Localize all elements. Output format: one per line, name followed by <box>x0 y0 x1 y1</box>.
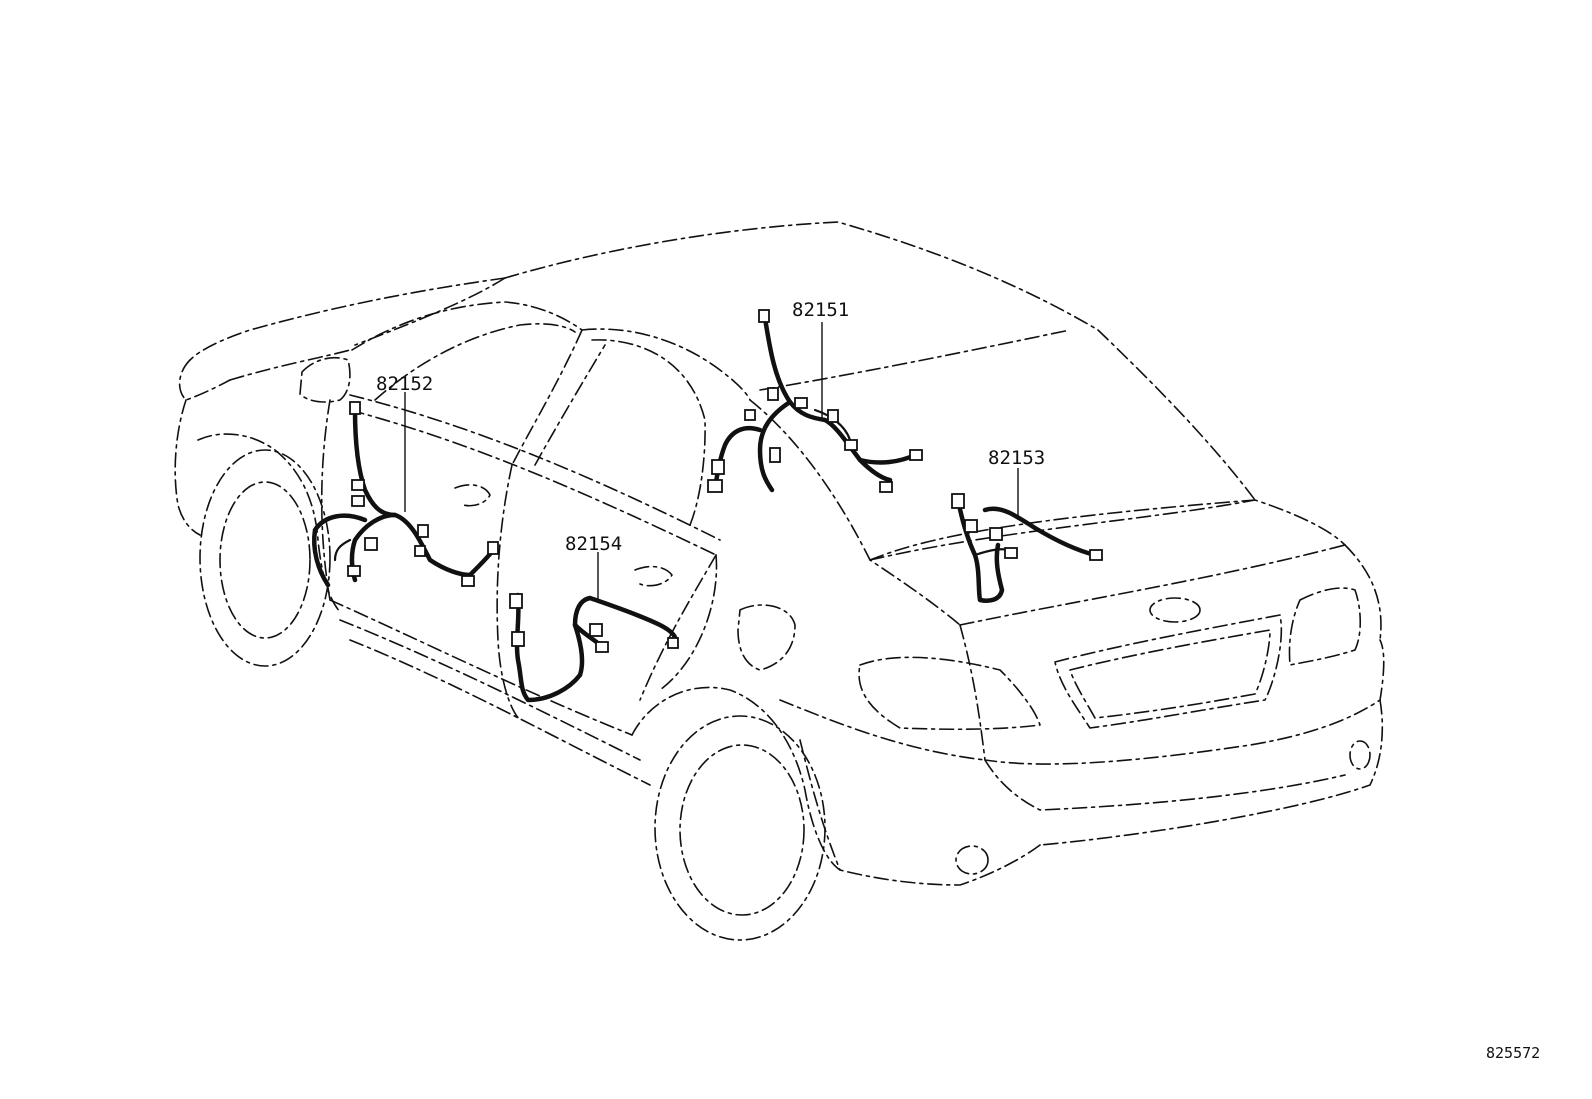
harness-82153[interactable] <box>951 493 1103 603</box>
car-body-outline <box>174 221 1385 941</box>
harness-82151[interactable] <box>707 309 923 493</box>
callout-82151: 82151 <box>792 299 849 420</box>
harness-82152[interactable] <box>312 401 499 588</box>
callout-label: 82152 <box>376 373 433 395</box>
callout-82154: 82154 <box>565 533 622 600</box>
callout-label: 82154 <box>565 533 622 555</box>
harness-82154[interactable] <box>509 592 679 703</box>
callout-label: 82153 <box>988 447 1045 469</box>
callout-label: 82151 <box>792 299 849 321</box>
callout-82153: 82153 <box>988 447 1045 520</box>
figure-number: 825572 <box>1486 1044 1540 1062</box>
callout-82152: 82152 <box>376 373 433 512</box>
